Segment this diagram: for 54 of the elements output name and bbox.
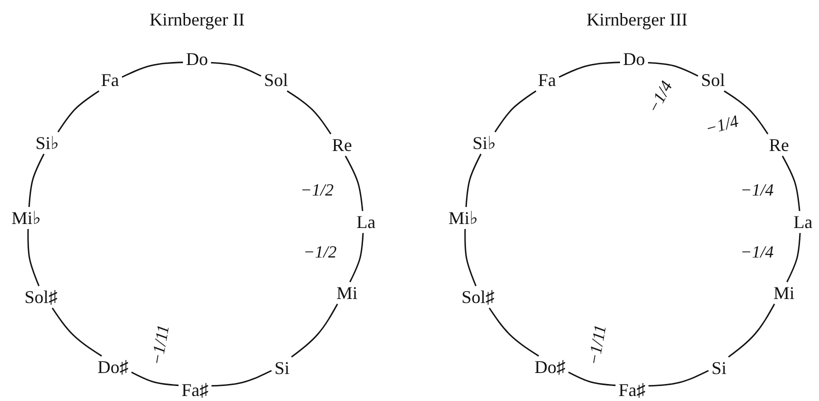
note-name: Si♭ (34, 133, 60, 153)
note-name: Sol (700, 70, 726, 90)
connector-line (786, 232, 801, 282)
connector-line (27, 228, 40, 286)
edge-label: −1/4 (739, 244, 775, 260)
connector-line (464, 228, 477, 286)
note-name: Fa (100, 70, 120, 90)
connector-line (558, 62, 620, 78)
connector-line (210, 62, 262, 77)
note-name: Fa♯ (180, 380, 210, 400)
connector-line (494, 90, 536, 132)
note-name: La (792, 212, 814, 232)
connector-line (568, 372, 616, 386)
note-name: La (356, 212, 376, 232)
connector-line (648, 370, 709, 387)
connector-line (465, 154, 482, 208)
connector-line (211, 370, 272, 387)
diagram-heading: Kirnberger II (149, 10, 245, 30)
connector-line (728, 304, 776, 358)
connector-line (291, 304, 338, 358)
note-name: Do♯ (96, 357, 130, 377)
connector-line (28, 154, 45, 208)
note-name: Sol (263, 70, 289, 90)
note-name: Si♭ (472, 133, 496, 153)
note-name: Do (185, 49, 209, 69)
note-name: Sol♯ (460, 287, 496, 307)
note-name: Fa (537, 70, 557, 90)
note-name: Re (768, 135, 790, 155)
connector-line (782, 156, 800, 212)
edge-label: −1/2 (299, 182, 335, 198)
connector-line (286, 90, 332, 134)
connector-line (648, 62, 698, 77)
edge-label: −1/2 (302, 244, 338, 260)
note-name: Si (710, 358, 728, 378)
note-name: Mi♭ (448, 208, 478, 228)
note-name: Mi (336, 283, 358, 303)
connector-line (344, 156, 364, 212)
note-name: Re (331, 135, 353, 155)
connector-line (122, 62, 184, 78)
diagram-heading: Kirnberger III (586, 10, 688, 30)
note-name: Si (274, 358, 290, 378)
edge-label: −1/4 (739, 182, 775, 198)
note-name: Mi♭ (10, 208, 42, 228)
note-name: Do♯ (534, 357, 566, 377)
note-name: Mi (772, 283, 796, 303)
note-name: Fa♯ (618, 380, 646, 400)
note-name: Sol♯ (24, 287, 58, 307)
connector-line (131, 372, 179, 386)
connector-line (724, 90, 768, 134)
note-name: Do (622, 49, 646, 69)
connector-line (57, 90, 100, 132)
connector-line (488, 308, 540, 357)
connector-line (349, 232, 364, 282)
connector-line (52, 308, 102, 357)
